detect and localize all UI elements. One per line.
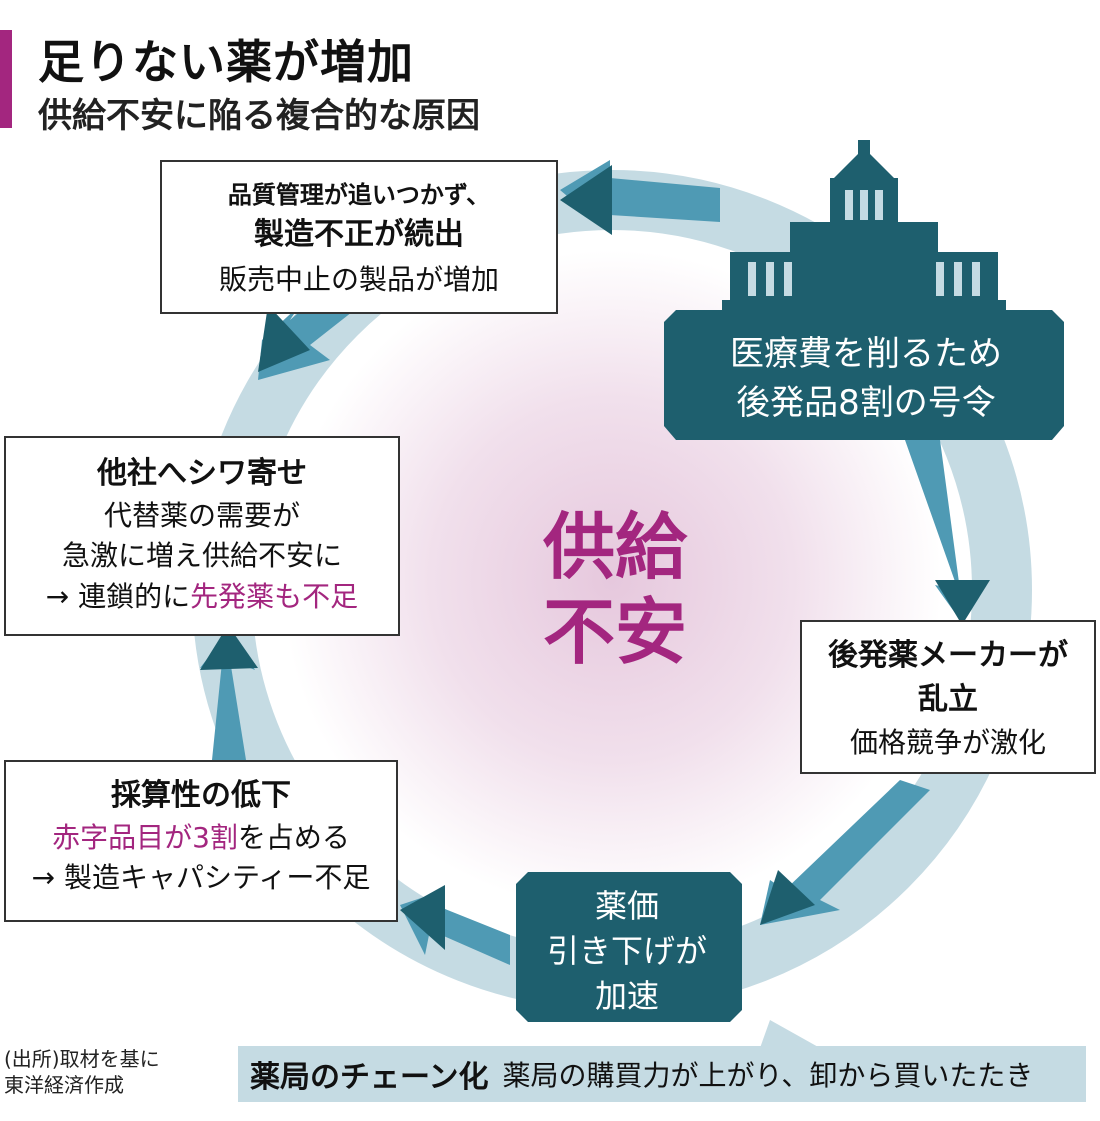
arrow-heads — [200, 165, 990, 950]
government-line-1: 医療費を削るため — [730, 334, 1002, 374]
quality-issue-box: 品質管理が追いつかず、 製造不正が続出 販売中止の製品が増加 — [160, 160, 558, 314]
title-accent-bar — [0, 30, 12, 128]
ripple-line-3-highlight: 先発薬も不足 — [190, 579, 359, 613]
price-cut-line-2: 引き下げが — [546, 931, 707, 970]
quality-detail: 販売中止の製品が増加 — [218, 263, 499, 297]
profit-line-1-rest: を占める — [237, 820, 350, 854]
pharmacy-chain-desc: 薬局の購買力が上がり、卸から買いたたき — [502, 1059, 1034, 1092]
profitability-box: 採算性の低下 赤字品目が3割を占める → 製造キャパシティー不足 — [4, 760, 398, 922]
quality-head-2: 製造不正が続出 — [254, 216, 464, 252]
price-cut-plate — [516, 872, 742, 1022]
pharmacy-chain-label: 薬局のチェーン化 — [250, 1060, 489, 1095]
source-line-1: (出所)取材を基に — [4, 1047, 160, 1071]
ripple-line-3-prefix: → 連鎖的に — [45, 579, 191, 613]
makers-head-1: 後発薬メーカーが — [828, 638, 1068, 673]
price-cut-line-1: 薬価 — [594, 887, 659, 925]
chain-bar-pointer — [760, 1020, 820, 1048]
center-supply-anxiety: 供給 不安 — [500, 505, 730, 675]
profit-line-1: 赤字品目が3割を占める — [6, 818, 396, 859]
page-title: 足りない薬が増加 — [38, 35, 414, 89]
page-subtitle: 供給不安に陥る複合的な原因 — [38, 96, 480, 136]
profit-head: 採算性の低下 — [111, 778, 291, 813]
ripple-line-2: 急激に増え供給不安に — [61, 539, 342, 573]
ripple-line-1: 代替薬の需要が — [103, 498, 300, 532]
price-cut-line-3: 加速 — [594, 976, 659, 1015]
price-cut-text: 薬価 引き下げが 加速 — [514, 884, 740, 1018]
profit-line-1-highlight: 赤字品目が3割 — [52, 820, 238, 854]
makers-head-2: 乱立 — [918, 681, 978, 717]
ripple-line-3: → 連鎖的に先発薬も不足 — [6, 577, 398, 618]
source-line-2: 東洋経済作成 — [4, 1073, 124, 1097]
arrow-gov-to-makers — [905, 440, 985, 620]
profit-line-2: → 製造キャパシティー不足 — [31, 861, 371, 895]
parliament-windows — [748, 190, 980, 296]
government-text: 医療費を削るため 後発品8割の号令 — [666, 330, 1066, 429]
source-note: (出所)取材を基に 東洋経済作成 — [4, 1046, 160, 1098]
center-line-2: 不安 — [542, 589, 687, 674]
center-line-1: 供給 — [542, 505, 687, 589]
generic-makers-box: 後発薬メーカーが 乱立 価格競争が激化 — [800, 620, 1096, 774]
quality-head-1: 品質管理が追いつかず、 — [227, 181, 491, 209]
arrow-makers-to-price — [760, 780, 930, 925]
ripple-effect-box: 他社へシワ寄せ 代替薬の需要が 急激に増え供給不安に → 連鎖的に先発薬も不足 — [4, 436, 400, 636]
government-plate — [664, 310, 1064, 440]
pharmacy-chain-bar: 薬局のチェーン化 薬局の購買力が上がり、卸から買いたたき — [238, 1046, 1086, 1102]
ripple-head: 他社へシワ寄せ — [97, 456, 307, 491]
government-line-2: 後発品8割の号令 — [736, 383, 996, 424]
makers-detail: 価格競争が激化 — [849, 726, 1046, 759]
